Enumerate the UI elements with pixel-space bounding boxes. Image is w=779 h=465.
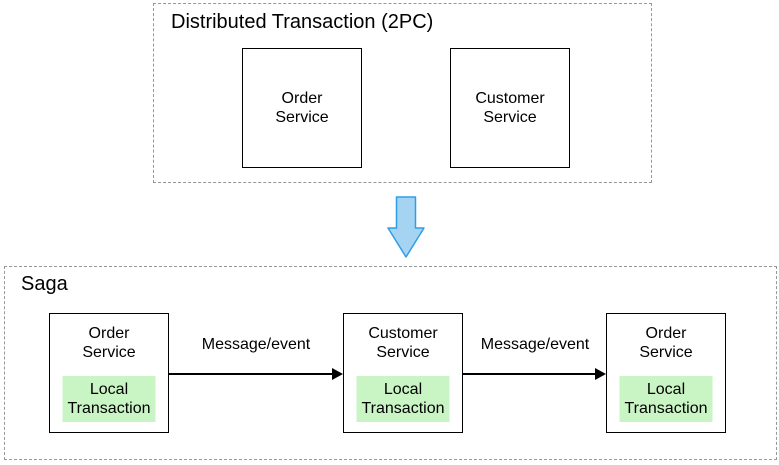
- 2pc-order-service-box: Order Service: [242, 48, 362, 168]
- saga-group: Saga Order Service Local Transaction Mes…: [4, 266, 777, 460]
- label-line: Local: [89, 381, 129, 398]
- message-arrow-label-1: Message/event: [201, 336, 311, 353]
- label-line: Service: [275, 109, 329, 126]
- label-line: Local: [646, 381, 686, 398]
- local-transaction-box-2: Local Transaction: [356, 376, 450, 422]
- local-transaction-box-1: Local Transaction: [62, 376, 156, 422]
- label-line: Order: [88, 325, 130, 342]
- message-arrow-label-2: Message/event: [480, 336, 590, 353]
- label-line: Customer: [368, 325, 438, 342]
- local-transaction-box-3: Local Transaction: [619, 376, 713, 422]
- down-arrow-icon: [387, 196, 425, 258]
- saga-customer-service-label: Customer Service: [344, 324, 462, 362]
- label-line: Transaction: [361, 400, 445, 417]
- label-line: Service: [483, 109, 537, 126]
- label-line: Transaction: [67, 400, 151, 417]
- label-line: Order: [281, 90, 323, 107]
- 2pc-customer-service-label: Customer Service: [451, 49, 569, 167]
- message-arrow-head-1: [332, 368, 343, 380]
- label-line: Service: [639, 344, 693, 361]
- 2pc-order-service-label: Order Service: [243, 49, 361, 167]
- message-arrow-line-1: [169, 373, 335, 375]
- label-line: Transaction: [624, 400, 708, 417]
- label-line: Customer: [475, 90, 545, 107]
- 2pc-customer-service-box: Customer Service: [450, 48, 570, 168]
- saga-order-service-box-2: Order Service Local Transaction: [606, 313, 726, 433]
- label-line: Service: [82, 344, 136, 361]
- saga-customer-service-box: Customer Service Local Transaction: [343, 313, 463, 433]
- 2pc-group: Distributed Transaction (2PC) Order Serv…: [153, 3, 652, 183]
- label-line: Service: [376, 344, 430, 361]
- saga-order-service-box-1: Order Service Local Transaction: [49, 313, 169, 433]
- 2pc-group-title: Distributed Transaction (2PC): [171, 11, 434, 33]
- message-arrow-head-2: [595, 368, 606, 380]
- label-line: Order: [645, 325, 687, 342]
- label-line: Local: [383, 381, 423, 398]
- saga-order-service-label-1: Order Service: [50, 324, 168, 362]
- saga-group-title: Saga: [21, 273, 68, 295]
- saga-order-service-label-2: Order Service: [607, 324, 725, 362]
- message-arrow-line-2: [463, 373, 597, 375]
